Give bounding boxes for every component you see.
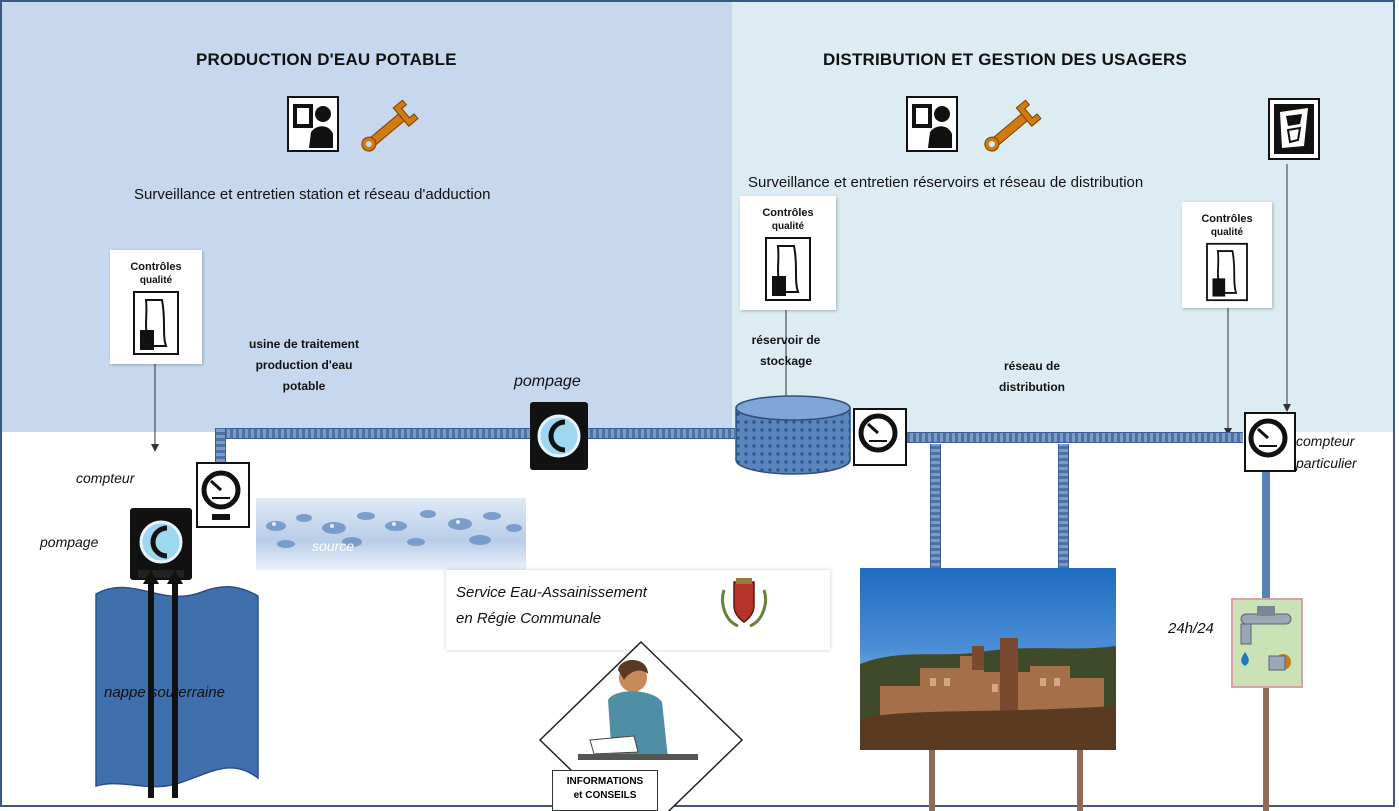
branch-pipe-house xyxy=(1262,468,1270,598)
meter-gauge-icon xyxy=(201,470,241,520)
meter-gauge-icon xyxy=(1248,418,1288,458)
private-meter xyxy=(1244,412,1296,472)
network-line-1: réseau de xyxy=(1003,359,1061,373)
information-line-2: et CONSEILS xyxy=(573,790,637,801)
source-label: source xyxy=(312,538,355,554)
wrench-icon xyxy=(355,96,421,160)
technician-monitor-icon xyxy=(906,96,958,152)
pump-shaft-2 xyxy=(172,578,178,798)
quality-control-sublabel: qualité xyxy=(771,221,805,232)
production-title: PRODUCTION D'EAU POTABLE xyxy=(196,50,457,69)
distribution-network-label: réseau de distribution xyxy=(962,356,1102,398)
information-badge: INFORMATIONS et CONSEILS xyxy=(552,770,658,811)
wrench-icon xyxy=(978,96,1044,160)
quality-control-card-distribution: Contrôles qualité xyxy=(1182,202,1272,308)
quality-control-sublabel: qualité xyxy=(139,275,173,286)
quality-control-icon xyxy=(1206,242,1248,302)
source-water-image: source xyxy=(256,498,526,570)
pump-icon xyxy=(130,508,192,580)
branch-pipe-village-1 xyxy=(930,444,941,572)
distribution-panel xyxy=(732,2,1395,432)
private-meter-line-2: particulier xyxy=(1296,455,1357,471)
treatment-plant-label: usine de traitement production d'eau pot… xyxy=(214,334,394,397)
pump-intake-arrows xyxy=(143,570,183,584)
storage-tank xyxy=(734,394,852,476)
meter-gauge-icon xyxy=(858,413,898,453)
village-pipe-1 xyxy=(929,748,935,811)
private-meter-line-1: compteur xyxy=(1296,433,1355,449)
network-line-2: distribution xyxy=(999,380,1065,394)
service-line-1: Service Eau-Assainissement xyxy=(456,584,647,601)
availability-label: 24h/24 xyxy=(1168,620,1214,637)
village-pipe-2 xyxy=(1077,748,1083,811)
reservoir-label: réservoir de stockage xyxy=(726,330,846,372)
branch-pipe-village-2 xyxy=(1058,444,1069,572)
source-meter xyxy=(196,462,250,528)
production-description: Surveillance et entretien station et rés… xyxy=(134,186,491,203)
quality-control-label: Contrôles xyxy=(762,207,814,219)
quality-control-label: Contrôles xyxy=(1201,213,1253,225)
groundwater-label: nappe souterraine xyxy=(104,684,225,701)
pipe-to-meter xyxy=(215,428,226,468)
reservoir-line-2: stockage xyxy=(759,354,813,368)
private-meter-label: compteur particulier xyxy=(1296,430,1357,474)
water-tap-icon xyxy=(1231,598,1303,688)
coat-of-arms-icon xyxy=(721,578,767,628)
pumping-label-left: pompage xyxy=(40,534,99,550)
service-box: Service Eau-Assainissement en Régie Comm… xyxy=(446,570,830,650)
main-pipe-production xyxy=(215,428,735,439)
pump-shaft-1 xyxy=(148,578,154,798)
meter-label-left: compteur xyxy=(76,470,135,486)
quality-control-card-production: Contrôles qualité xyxy=(110,250,202,364)
pumping-label-main: pompage xyxy=(514,373,581,390)
distribution-description: Surveillance et entretien réservoirs et … xyxy=(748,174,1144,191)
main-pipe-distribution xyxy=(898,432,1243,443)
pump-icon xyxy=(530,402,588,470)
information-diamond xyxy=(538,640,744,811)
service-line-2: en Régie Communale xyxy=(456,610,602,627)
service-label: Service Eau-Assainissement en Régie Comm… xyxy=(456,580,647,632)
reservoir-meter xyxy=(853,408,907,466)
technician-monitor-icon xyxy=(287,96,339,152)
quality-control-label: Contrôles xyxy=(130,261,182,273)
information-line-1: INFORMATIONS xyxy=(566,776,644,787)
distribution-title: DISTRIBUTION ET GESTION DES USAGERS xyxy=(823,50,1188,69)
treatment-plant-line-1: usine de traitement xyxy=(248,337,360,351)
treatment-plant-line-2: production d'eau xyxy=(255,358,353,372)
treatment-plant-line-3: potable xyxy=(282,379,326,393)
quality-control-sublabel: qualité xyxy=(1210,227,1244,238)
meter-reading-icon xyxy=(1268,98,1320,160)
village-photo xyxy=(860,568,1116,750)
house-pipe xyxy=(1263,688,1269,811)
quality-control-icon xyxy=(765,237,811,301)
reservoir-line-1: réservoir de xyxy=(751,333,821,347)
quality-control-card-reservoir: Contrôles qualité xyxy=(740,196,836,310)
quality-control-icon xyxy=(133,291,179,355)
